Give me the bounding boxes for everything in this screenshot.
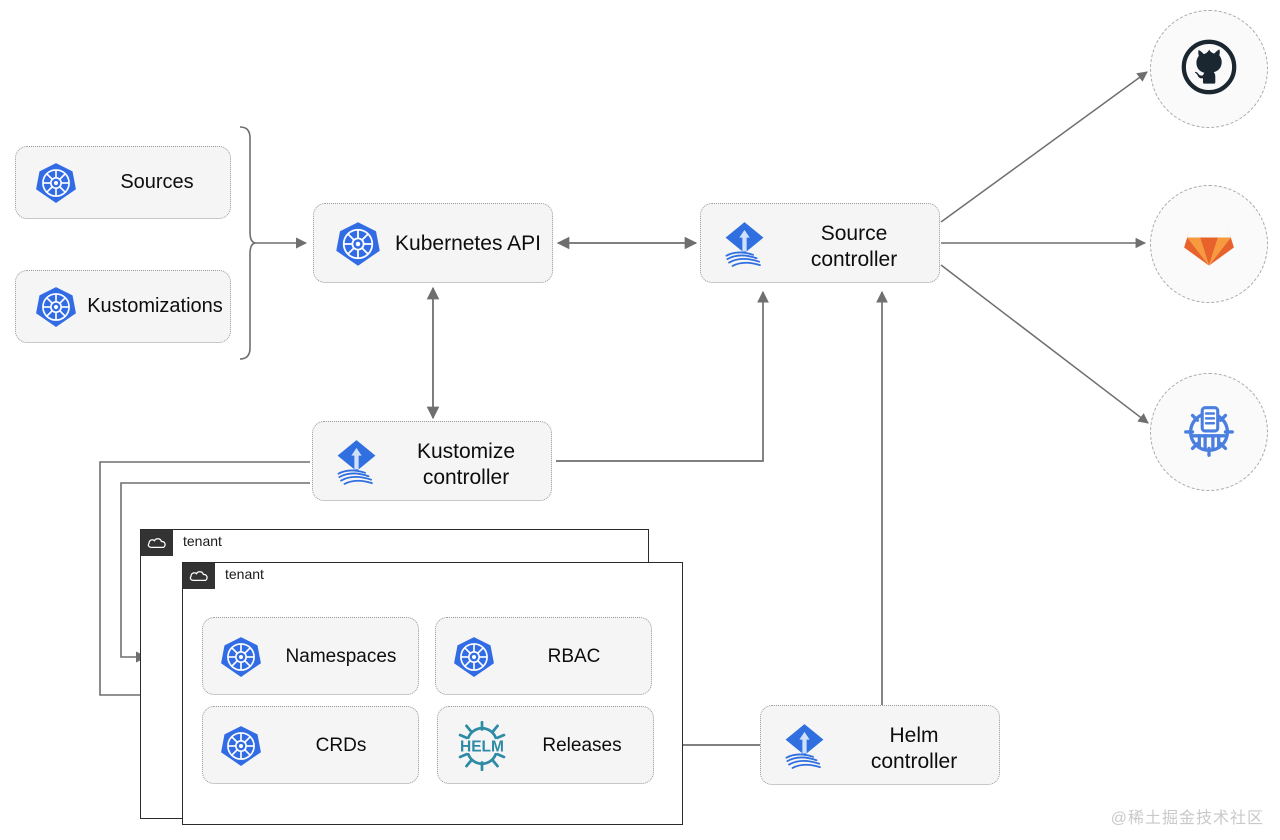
kubernetes-icon	[34, 161, 78, 205]
node-rbac[interactable]: RBAC	[435, 617, 652, 695]
kubernetes-icon	[219, 724, 263, 768]
node-crds[interactable]: CRDs	[202, 706, 419, 784]
github-icon	[1178, 36, 1240, 103]
node-releases[interactable]: HELM Releases	[437, 706, 654, 784]
cloud-icon	[141, 530, 173, 556]
edge-source-helm	[940, 264, 1149, 424]
flux-icon	[777, 719, 832, 774]
tenant-title: tenant	[225, 566, 264, 582]
tenant-title: tenant	[183, 533, 222, 549]
gitlab-icon	[1180, 213, 1238, 276]
node-label: Kubernetes API	[395, 232, 541, 255]
watermark: @稀土掘金技术社区	[1110, 810, 1264, 827]
kubernetes-icon	[219, 635, 263, 679]
node-label: CRDs	[315, 735, 367, 756]
helm-wordmark-icon: HELM	[450, 721, 514, 771]
node-label: Releases	[542, 735, 622, 756]
node-kustomizations[interactable]: Kustomizations	[15, 270, 231, 343]
node-namespaces[interactable]: Namespaces	[202, 617, 419, 695]
flux-icon	[329, 435, 384, 490]
kubernetes-icon	[34, 285, 78, 329]
node-label: Namespaces	[285, 646, 397, 667]
node-label: Helm controller	[870, 724, 958, 773]
provider-gitlab[interactable]	[1150, 185, 1268, 303]
helm-icon	[1178, 399, 1240, 466]
provider-helm-repo[interactable]	[1150, 373, 1268, 491]
edge-kustomize-source	[556, 290, 769, 462]
node-helm-controller[interactable]: Helm controller	[760, 705, 1000, 785]
provider-github[interactable]	[1150, 10, 1268, 128]
kubernetes-icon	[334, 220, 382, 268]
node-label: Sources	[120, 171, 194, 193]
kubernetes-icon	[452, 635, 496, 679]
node-label: RBAC	[547, 646, 601, 667]
flux-icon	[717, 217, 772, 272]
cloud-icon	[183, 563, 215, 589]
group-bracket	[239, 126, 257, 360]
node-kustomize-controller[interactable]: Kustomize controller	[312, 421, 552, 501]
edge-source-github	[940, 71, 1148, 223]
node-sources[interactable]: Sources	[15, 146, 231, 219]
node-label: Kustomizations	[87, 295, 223, 317]
node-source-controller[interactable]: Source controller	[700, 203, 940, 283]
svg-text:HELM: HELM	[460, 738, 504, 755]
node-label: Source controller	[810, 222, 898, 271]
node-label: Kustomize controller	[416, 440, 516, 489]
node-kubernetes-api[interactable]: Kubernetes API	[313, 203, 553, 283]
